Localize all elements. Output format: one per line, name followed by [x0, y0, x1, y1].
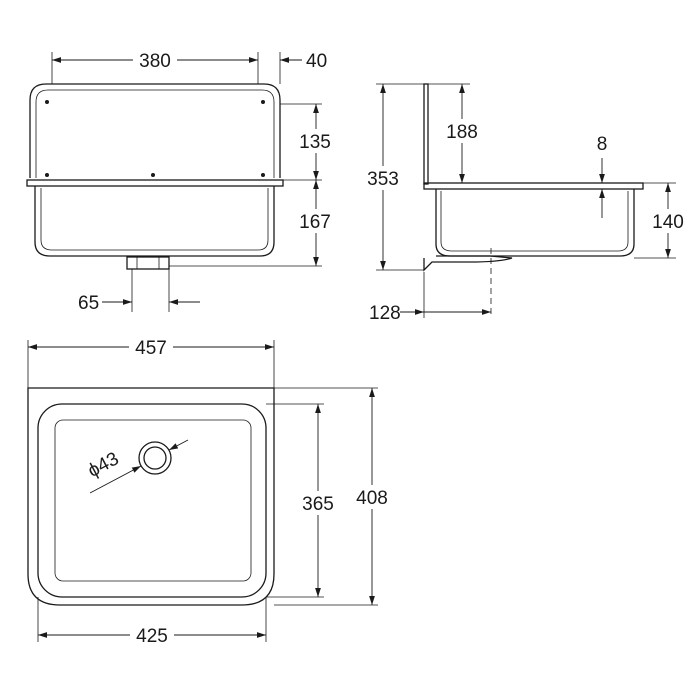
mounting-hole	[45, 100, 49, 104]
side-drain-bracket	[423, 255, 513, 272]
label-bg	[294, 209, 338, 233]
top-bowl-inner	[54, 419, 252, 582]
side-basin	[435, 189, 635, 257]
label-bg	[440, 119, 484, 143]
top-outer-plate	[27, 387, 275, 606]
dimension-label-128: 128	[369, 303, 401, 324]
dimension-label-diameter: ϕ43	[84, 448, 122, 481]
side-basin-inner	[440, 191, 629, 252]
dimension-label-457: 457	[135, 338, 167, 359]
mounting-hole	[261, 100, 265, 104]
side-view: 353 188 8 140 128	[361, 83, 691, 324]
top-bowl-outer	[37, 403, 267, 598]
side-backsplash	[423, 83, 429, 185]
front-backsplash-inner	[35, 89, 275, 178]
front-basin-inner	[40, 188, 269, 251]
label-bg	[294, 129, 338, 153]
label-bg	[130, 623, 174, 647]
dimension-label-65: 65	[78, 293, 99, 314]
dimension-label-380: 380	[139, 51, 171, 72]
label-bg	[647, 209, 691, 233]
front-drain-outlet	[126, 256, 170, 270]
dimension-label-425: 425	[136, 626, 168, 647]
dimension-label-40: 40	[306, 51, 327, 72]
dimension-label-188: 188	[446, 122, 478, 143]
dimension-label-365: 365	[302, 494, 334, 515]
dimension-label-8: 8	[597, 134, 608, 155]
drain-outer-circle	[138, 441, 172, 475]
dimension-label-135: 135	[299, 132, 331, 153]
dimension-label-353: 353	[367, 169, 399, 190]
drain-inner-circle	[143, 446, 167, 470]
label-bg	[129, 335, 173, 359]
side-rim	[423, 182, 644, 190]
mounting-hole	[261, 173, 265, 177]
top-view: ϕ43 457 365 408 425	[27, 335, 394, 647]
label-bg	[296, 491, 340, 515]
front-view: 380 40 135 167 65	[26, 48, 338, 314]
label-bg	[361, 166, 405, 190]
dimension-label-140: 140	[652, 212, 684, 233]
dimension-label-408: 408	[356, 488, 388, 509]
dimension-line	[89, 465, 142, 494]
label-bg	[133, 48, 177, 72]
front-basin	[34, 186, 275, 257]
mounting-hole	[45, 173, 49, 177]
mounting-hole	[151, 173, 155, 177]
dimension-label-167: 167	[299, 212, 331, 233]
front-backsplash-outer	[29, 83, 281, 178]
dimension-line	[168, 439, 189, 451]
label-bg	[350, 485, 394, 509]
front-rim	[26, 179, 284, 187]
